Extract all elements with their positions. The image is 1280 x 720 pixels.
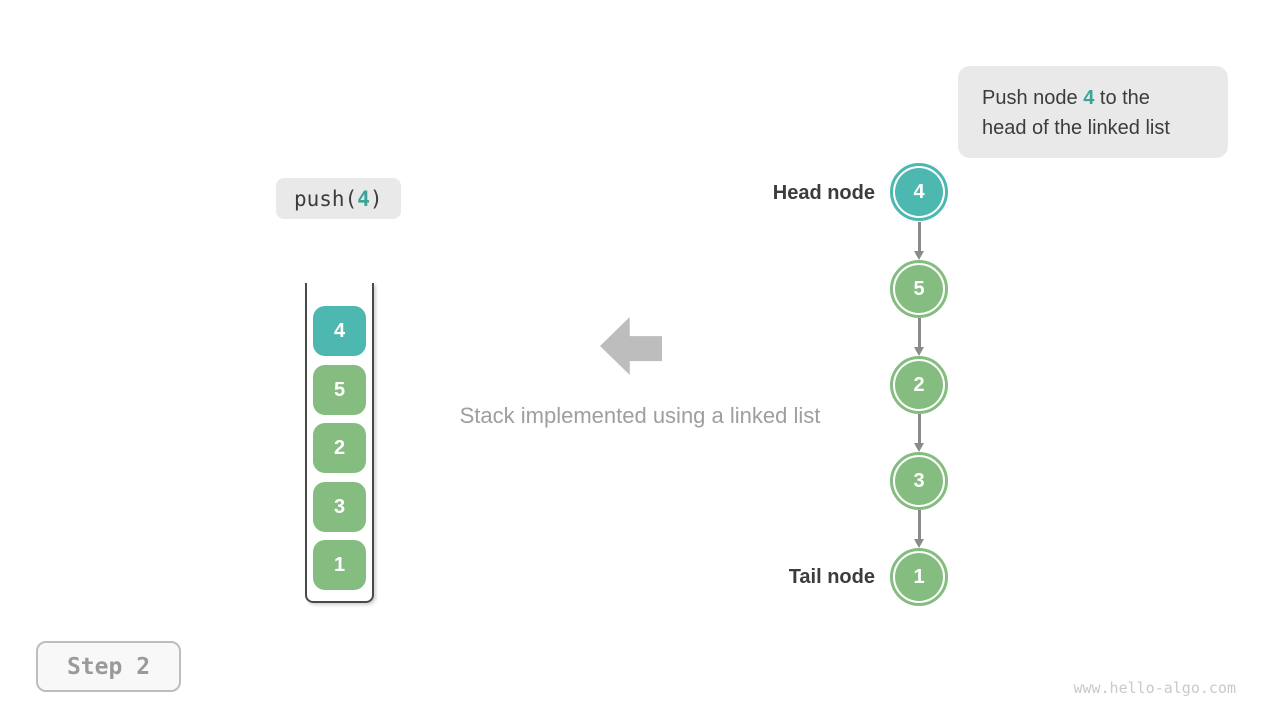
callout-value: 4: [1083, 87, 1095, 109]
callout-text-line2: head of the linked list: [982, 117, 1170, 139]
stack-item-4: 1: [313, 540, 366, 590]
down-arrow-icon: [914, 510, 925, 548]
down-arrow-icon: [914, 318, 925, 356]
operation-suffix: ): [369, 186, 383, 211]
step-badge: Step 2: [36, 641, 181, 692]
left-arrow-icon: [600, 317, 662, 375]
diagram-caption: Stack implemented using a linked list: [459, 403, 821, 428]
stack-item-3: 3: [313, 482, 366, 532]
list-node-2: 2: [890, 356, 948, 414]
stack-item-1: 5: [313, 365, 366, 415]
operation-badge: push(4): [276, 178, 401, 219]
head-node-label: Head node: [772, 182, 875, 204]
list-node-1: 5: [890, 260, 948, 318]
watermark-url: www.hello-algo.com: [1073, 679, 1236, 697]
callout-text-prefix: Push node: [982, 87, 1084, 109]
down-arrow-icon: [914, 222, 925, 260]
stack-item-0: 4: [313, 306, 366, 356]
down-arrow-icon: [914, 414, 925, 452]
stack-container: [305, 283, 374, 603]
list-node-4: 1: [890, 548, 948, 606]
operation-prefix: push(: [294, 186, 358, 211]
list-node-3: 3: [890, 452, 948, 510]
list-node-0: 4: [890, 163, 948, 221]
operation-value: 4: [357, 186, 370, 211]
callout-text-suffix: to the: [1094, 87, 1150, 109]
tail-node-label: Tail node: [788, 566, 875, 588]
stack-item-2: 2: [313, 423, 366, 473]
callout-bubble: Push node 4 to the head of the linked li…: [958, 66, 1228, 158]
